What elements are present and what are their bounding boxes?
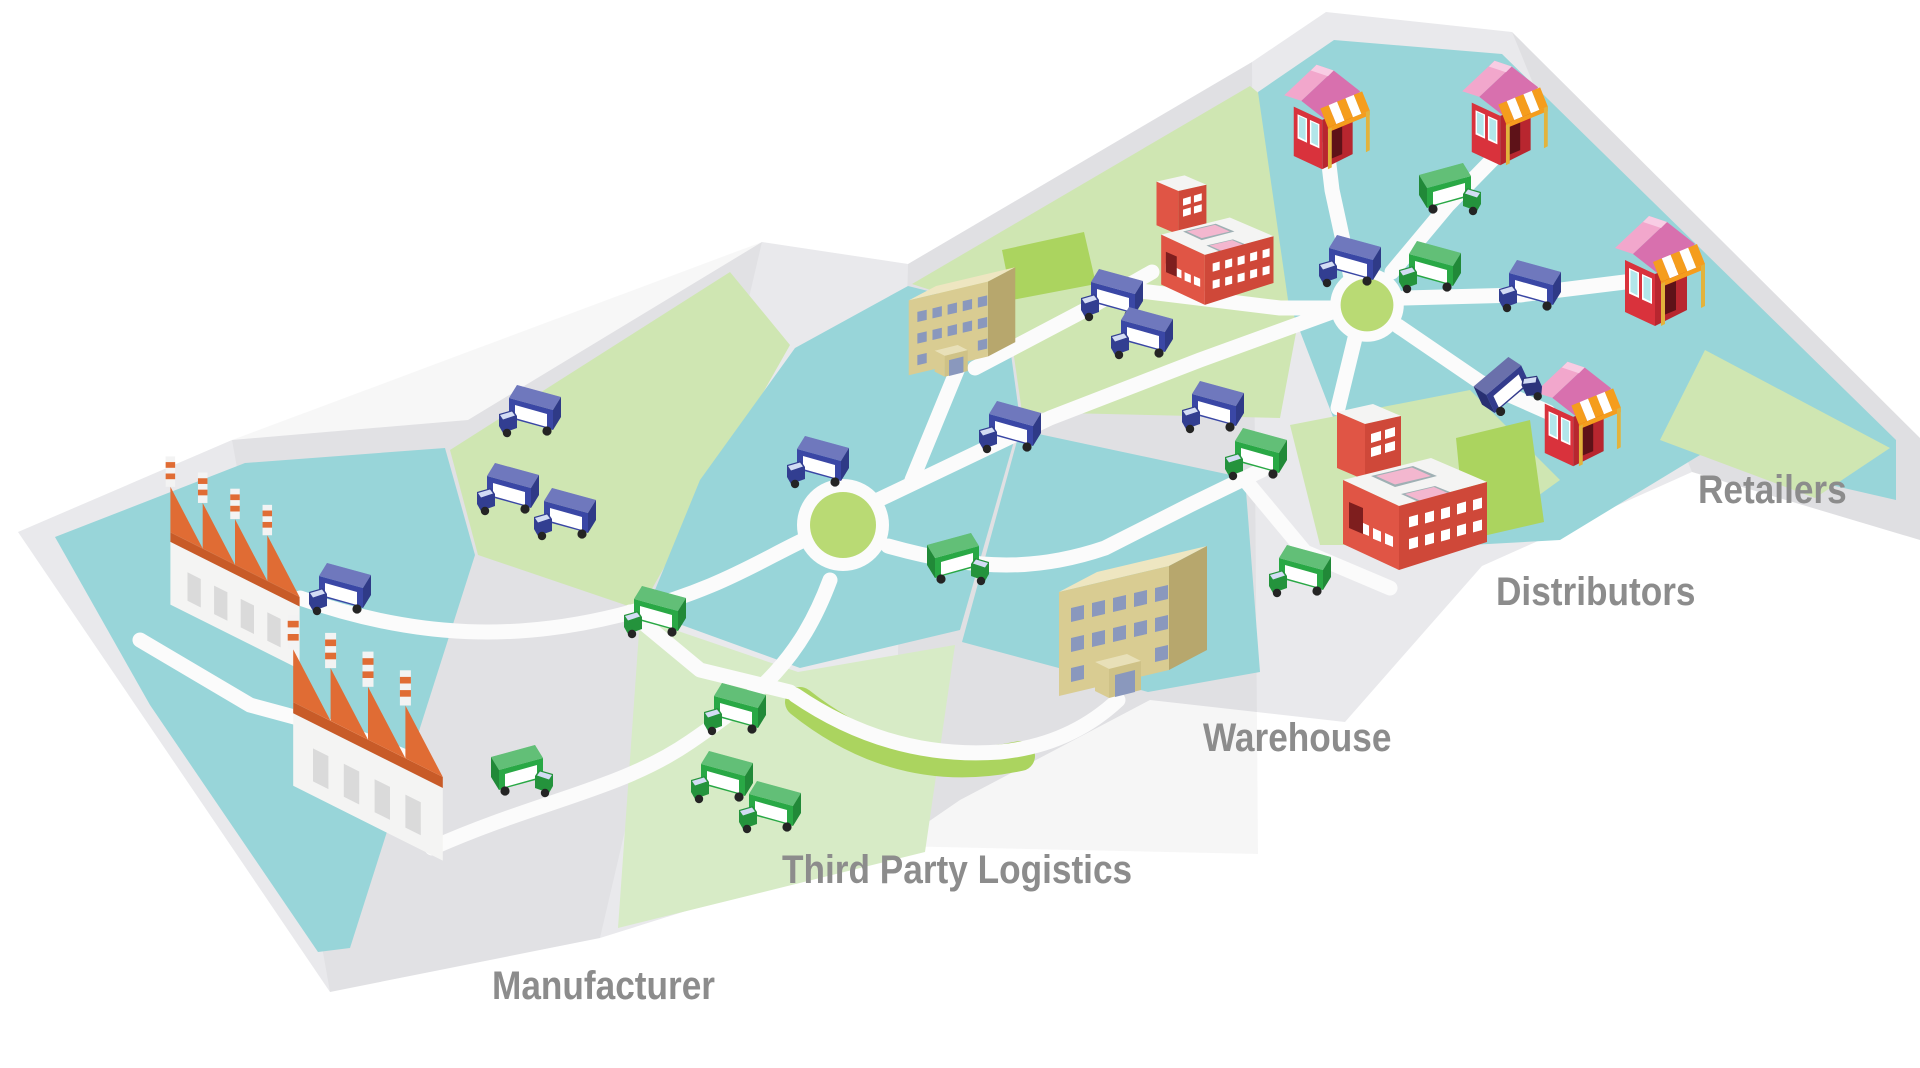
roundabout bbox=[797, 479, 889, 571]
label-retailers: Retailers bbox=[1698, 468, 1847, 512]
label-warehouse: Warehouse bbox=[1203, 716, 1392, 760]
label-third-party-logistics: Third Party Logistics bbox=[782, 848, 1133, 892]
label-manufacturer: Manufacturer bbox=[492, 964, 715, 1008]
label-distributors: Distributors bbox=[1496, 570, 1696, 614]
